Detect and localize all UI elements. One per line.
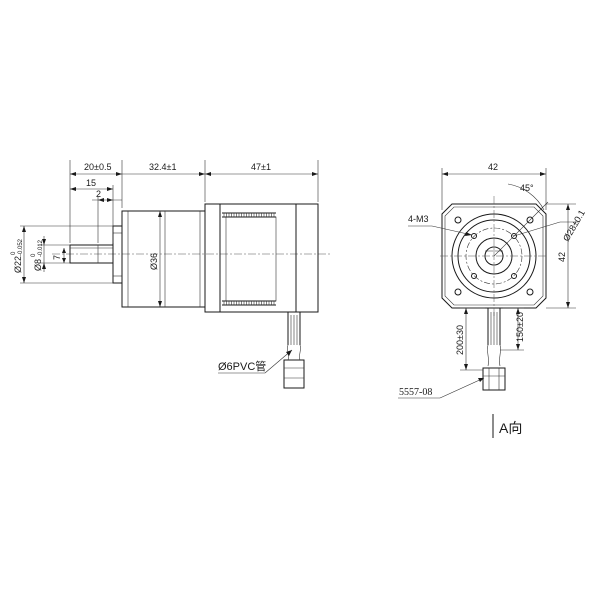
- dim-shaft-2: 2: [96, 189, 101, 199]
- motor-cable: [283, 312, 305, 389]
- corner-holes: [454, 216, 534, 296]
- svg-text:Ø22: Ø22: [13, 256, 23, 273]
- dim-angle: 45°: [520, 183, 534, 193]
- dim-height: 42: [557, 252, 567, 262]
- side-view: 20±0.5 32.4±1 47±1 15 2 Ø22 0 -0.052: [11, 160, 330, 389]
- dim-shaft-15: 15: [86, 178, 96, 188]
- dim-shaft-tol-upper: 0: [31, 253, 37, 257]
- front-cable: [482, 308, 506, 391]
- svg-text:Ø8: Ø8: [33, 259, 43, 271]
- dim-boss-dia: Ø22: [13, 256, 23, 273]
- dim-shaft-tol-lower: -0.012: [38, 239, 44, 257]
- motor-body: [204, 203, 319, 313]
- dim-pcd: Ø28±0.1: [561, 208, 587, 243]
- dim-boss-tol-lower: -0.052: [18, 238, 24, 256]
- view-label: A向: [499, 420, 522, 436]
- gearbox-body: [121, 210, 206, 308]
- dim-cable-1: 200±30: [455, 325, 465, 355]
- dim-gearbox-dia: Ø36: [149, 253, 159, 270]
- angle-arc: [507, 183, 545, 211]
- m3-holes: [471, 233, 517, 279]
- motor-flange: [441, 203, 547, 309]
- front-view: 42 45° 42 Ø28±0.1 4-M3: [398, 162, 587, 438]
- dim-width: 42: [488, 162, 498, 172]
- dim-shaft-dia: Ø8: [33, 259, 43, 271]
- gearbox-boss: [112, 225, 123, 284]
- connector-label: 5557-08: [399, 387, 432, 398]
- dim-shaft-total: 20±0.5: [84, 162, 111, 172]
- connector: [482, 367, 506, 391]
- dim-flat: 7: [52, 255, 62, 260]
- pcd-leader: [513, 221, 561, 237]
- hole-label: 4-M3: [408, 214, 429, 224]
- cable-label: Ø6PVC管: [218, 359, 266, 373]
- dim-boss-tol-upper: 0: [11, 251, 17, 255]
- dim-cable-2: 150±20: [515, 312, 525, 342]
- dim-motor: 47±1: [251, 162, 271, 172]
- dim-gearbox: 32.4±1: [149, 162, 176, 172]
